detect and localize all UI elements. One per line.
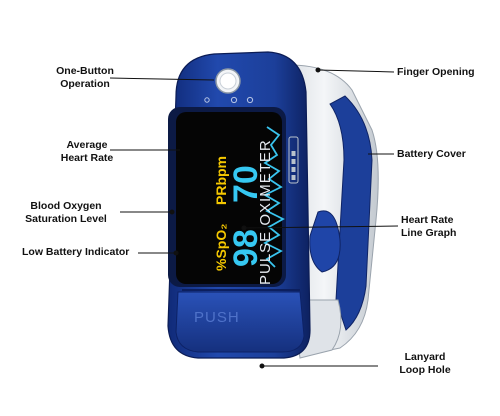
spo2-unit-label: %SpO₂ (213, 224, 229, 271)
sensor-indicator-icon (246, 96, 254, 104)
pulse-oximeter-brand-text: PULSE OXIMETER (257, 139, 274, 285)
label-heart-rate-line-graph: Heart Rate Line Graph (401, 214, 457, 239)
label-low-battery-indicator: Low Battery Indicator (22, 246, 130, 258)
pr-unit-label: PRbpm (213, 156, 229, 205)
spo2-value: 98 (227, 229, 265, 267)
mode-indicator-icon (230, 96, 238, 104)
battery-bar (288, 136, 299, 184)
pr-value: 70 (227, 165, 265, 203)
finger-clip-bump (309, 210, 341, 273)
battery-cover (329, 95, 373, 331)
label-finger-opening: Finger Opening (397, 66, 475, 78)
label-blood-oxygen-saturation-level: Blood Oxygen Saturation Level (25, 200, 107, 225)
label-battery-cover: Battery Cover (397, 148, 466, 160)
label-average-heart-rate: Average Heart Rate (60, 139, 114, 164)
heart-rate-waveform (263, 126, 285, 268)
label-one-button-operation: One-Button Operation (56, 65, 114, 90)
oled-display (176, 112, 282, 284)
power-indicator-icon (204, 97, 210, 103)
push-text: PUSH (194, 309, 240, 326)
label-lanyard-loop-hole: Lanyard Loop Hole (399, 351, 451, 376)
push-pad (175, 291, 305, 353)
